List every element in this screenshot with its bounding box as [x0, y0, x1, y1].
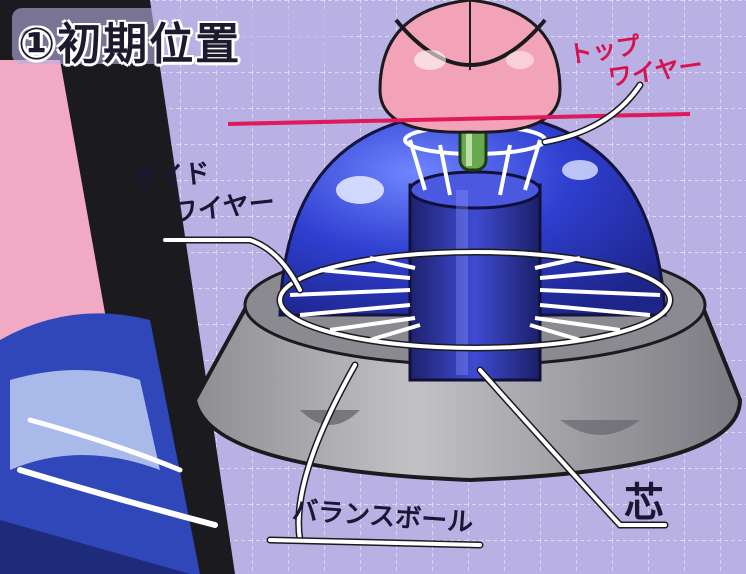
left-panel — [0, 0, 235, 574]
side-wire-ring — [276, 248, 674, 352]
title-backing — [12, 8, 342, 64]
figure-top — [378, 0, 562, 134]
label-core: 芯 — [624, 480, 664, 526]
page-title: ①初期位置 — [18, 19, 242, 70]
leader-lines — [161, 81, 669, 549]
label-side-wire-line1: サイド — [130, 158, 212, 197]
label-side-wire: サイド ワイヤー — [131, 149, 277, 235]
